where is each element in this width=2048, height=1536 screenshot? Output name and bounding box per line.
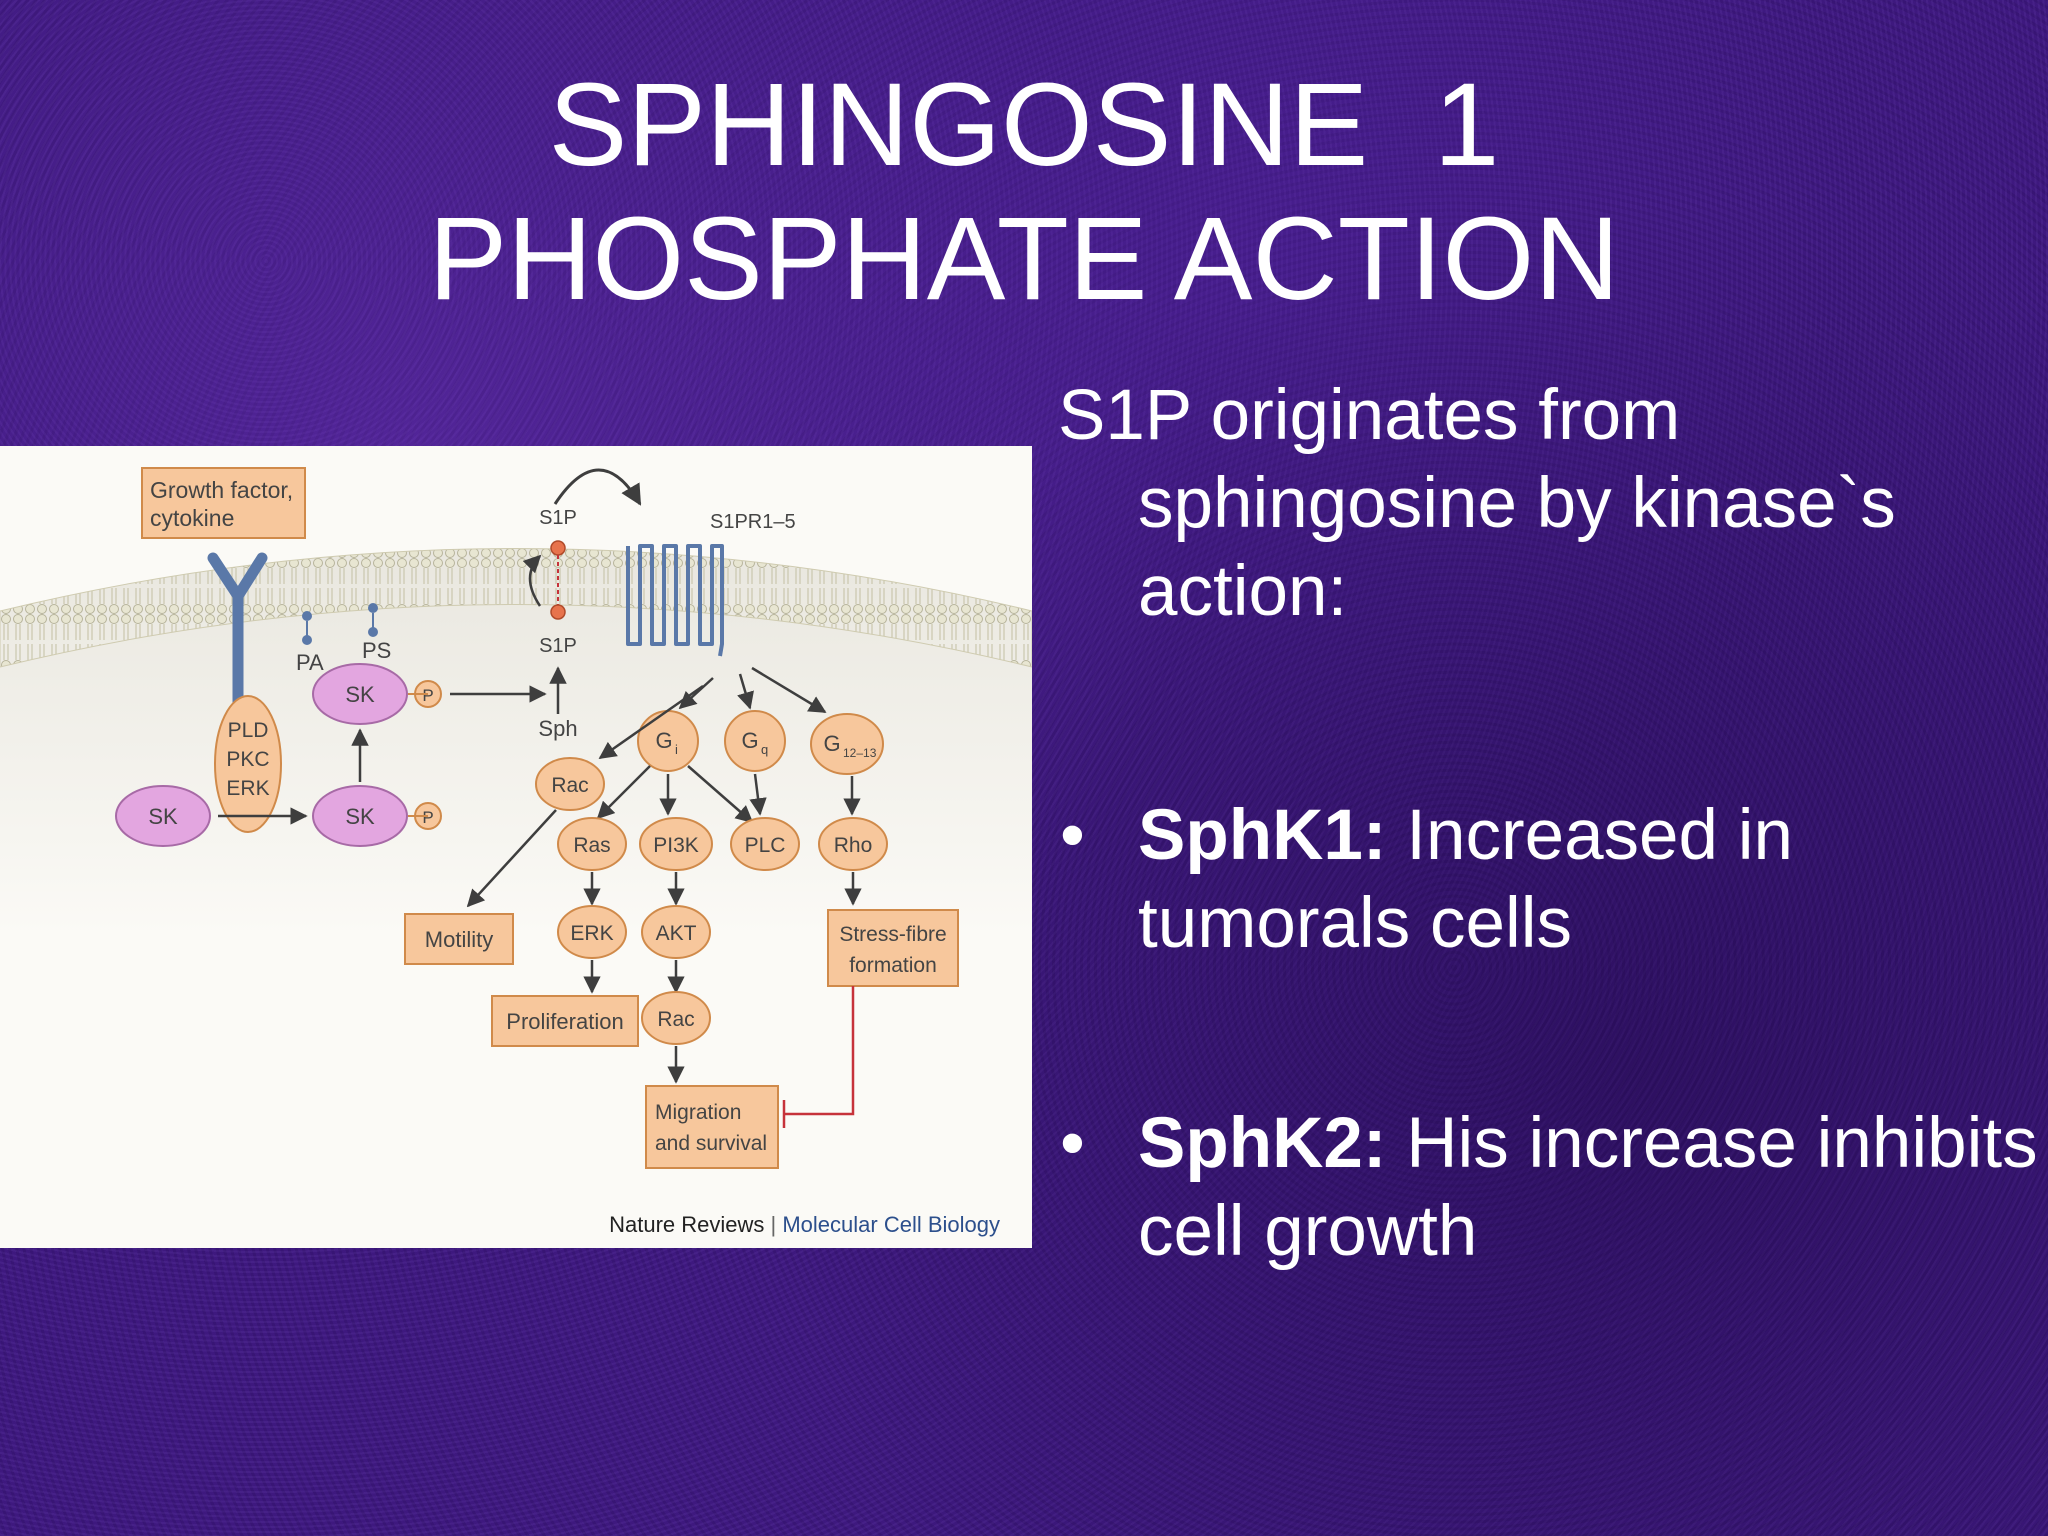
arrow-receptor-rac xyxy=(598,684,704,760)
rac-top-label: Rac xyxy=(551,774,588,797)
plc-node xyxy=(730,817,800,871)
sphk1-text: Increased in tumorals cells xyxy=(1138,796,1794,963)
bullet-marker: • xyxy=(1060,796,1085,875)
stress-fibre-label-2: formation xyxy=(849,954,937,977)
arrow-gi-ras xyxy=(596,765,651,820)
ras-node xyxy=(557,817,627,871)
s1pr-receptor xyxy=(626,544,724,657)
bullet-sphk2: • SphK2: His increase inhibits cell growt… xyxy=(1058,1100,2038,1276)
s1p-pathway-diagram: Growth factor, cytokine PA PS PLD PKC ER… xyxy=(0,446,1032,1248)
proliferation-box xyxy=(491,995,639,1047)
pa-marker xyxy=(302,611,312,645)
migration-label-2: and survival xyxy=(655,1132,767,1155)
sphk2-text: His increase inhibits cell growth xyxy=(1138,1104,2038,1271)
slide-title: SPHINGOSINE 1 PHOSPHATE ACTION xyxy=(0,58,2048,326)
akt-label: AKT xyxy=(656,922,697,945)
credit-separator: | xyxy=(764,1212,782,1237)
pa-label: PA xyxy=(296,650,324,675)
pi3k-label: PI3K xyxy=(653,834,699,857)
sk-left-label: SK xyxy=(148,804,178,829)
gi-sub-label: i xyxy=(675,742,678,757)
akt-node xyxy=(641,905,711,959)
rac-bottom-label: Rac xyxy=(657,1008,694,1031)
figure-credit: Nature Reviews | Molecular Cell Biology xyxy=(609,1212,1000,1237)
arrow-gi-plc xyxy=(687,765,754,824)
title-line-1: SPHINGOSINE 1 xyxy=(548,59,1500,191)
s1pr-label: S1PR1–5 xyxy=(710,511,796,533)
gq-sub-label: q xyxy=(761,742,768,757)
arrow-receptor-gi xyxy=(678,677,714,710)
bullet-list: • SphK1: Increased in tumorals cells • Sph… xyxy=(1058,792,2038,1276)
gq-node xyxy=(724,710,786,772)
ps-marker xyxy=(368,603,378,637)
g12-sub-label: 12–13 xyxy=(843,746,877,760)
ps-label: PS xyxy=(362,638,391,663)
g12-main-label: G xyxy=(823,731,840,756)
sphk1-lead: SphK1: xyxy=(1138,796,1387,875)
arrow-receptor-g12 xyxy=(751,666,827,714)
erk-node xyxy=(557,905,627,959)
sk-lower-label: SK xyxy=(345,804,375,829)
membrane-bilayer xyxy=(0,548,1032,668)
credit-left: Nature Reviews xyxy=(609,1212,764,1237)
sph-label: Sph xyxy=(538,716,577,741)
inhibition-line xyxy=(784,986,855,1116)
slide-text: S1P originates from sphingosine by kinas… xyxy=(1058,372,2038,1276)
gi-main-label: G xyxy=(655,728,672,753)
g12-13-node xyxy=(810,713,884,775)
plc-label: PLC xyxy=(745,834,786,857)
growth-factor-label-1: Growth factor, xyxy=(150,477,293,503)
arrow-rac-motility xyxy=(466,809,557,908)
rho-node xyxy=(818,817,888,871)
s1p-molecule xyxy=(550,540,566,620)
motility-box xyxy=(404,913,514,965)
growth-factor-box xyxy=(141,467,306,539)
sk-node-left xyxy=(115,785,211,847)
ras-label: Ras xyxy=(573,834,610,857)
title-line-2: PHOSPHATE ACTION xyxy=(428,193,1620,325)
gq-main-label: G xyxy=(741,728,758,753)
arrow-receptor-gq xyxy=(737,673,754,710)
stress-fibre-label-1: Stress-fibre xyxy=(839,923,946,946)
pld-label: PLD xyxy=(228,719,269,742)
pathway-svg: Growth factor, cytokine PA PS PLD PKC ER… xyxy=(0,467,1032,1237)
migration-survival-box xyxy=(645,1085,779,1169)
arrow-s1p-to-receptor xyxy=(553,468,642,506)
p-lower-label: P xyxy=(422,808,433,827)
stress-fibre-box xyxy=(827,909,959,987)
rac-top-node xyxy=(535,757,605,811)
arrow-s1p-flip xyxy=(522,554,542,607)
s1p-mid-label: S1P xyxy=(539,635,577,657)
pld-pkc-erk-node xyxy=(214,695,282,833)
bullet-sphk1: • SphK1: Increased in tumorals cells xyxy=(1058,792,2038,968)
arrow-gq-plc xyxy=(749,773,767,816)
motility-label: Motility xyxy=(425,927,493,952)
proliferation-label: Proliferation xyxy=(506,1009,623,1034)
pkc-label: PKC xyxy=(226,748,269,771)
sphk2-lead: SphK2: xyxy=(1138,1104,1387,1183)
sk-node-upper xyxy=(312,663,408,725)
credit-right: Molecular Cell Biology xyxy=(782,1212,1000,1237)
migration-label-1: Migration xyxy=(655,1101,741,1124)
rho-label: Rho xyxy=(834,834,873,857)
sk-node-lower xyxy=(312,785,408,847)
rac-bottom-node xyxy=(641,991,711,1045)
growth-factor-label-2: cytokine xyxy=(150,505,234,531)
erk-label-left: ERK xyxy=(226,777,269,800)
s1p-top-label: S1P xyxy=(539,507,577,529)
intro-paragraph: S1P originates from sphingosine by kinas… xyxy=(1058,376,1896,631)
sk-upper-label: SK xyxy=(345,682,375,707)
p-upper-label: P xyxy=(422,686,433,705)
bullet-marker: • xyxy=(1060,1104,1085,1183)
erk-label: ERK xyxy=(570,922,613,945)
pi3k-node xyxy=(639,817,713,871)
